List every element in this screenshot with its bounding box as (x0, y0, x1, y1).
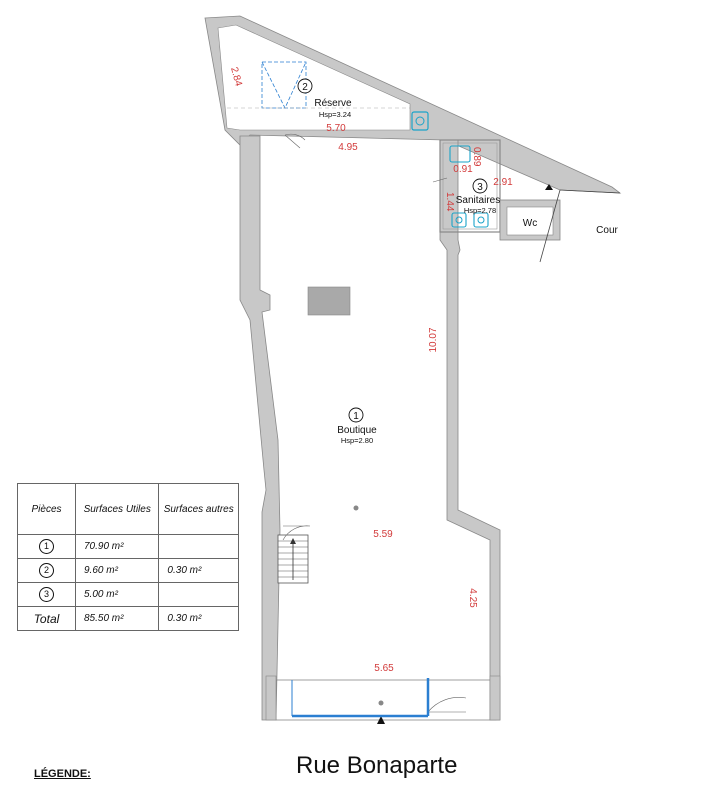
total-utiles: 85.50 m² (74, 606, 160, 631)
room-2-hsp: Hsp=3.24 (319, 110, 351, 119)
piece-number: 1 (39, 539, 54, 554)
table-row: 1 70.90 m² (17, 534, 239, 559)
table-row: 3 5.00 m² (17, 582, 239, 607)
room-3-number: 3 (477, 182, 483, 193)
walls (204, 15, 622, 721)
header-surfaces-utiles: Surfaces Utiles (74, 483, 160, 535)
table-total-row: Total 85.50 m² 0.30 m² (17, 606, 239, 631)
room-3-circle (472, 178, 488, 194)
dimension-2-84: 2.84 (228, 66, 244, 88)
surface-autre: 0.30 m² (158, 558, 239, 583)
surface-autre (158, 582, 239, 607)
surface-utile: 9.60 m² (74, 558, 160, 583)
piece-number: 2 (39, 563, 54, 578)
room-3-hsp: Hsp=2.78 (464, 206, 496, 215)
room-2-circle (297, 78, 313, 94)
room-2-number: 2 (302, 82, 308, 93)
piece-number: 3 (39, 587, 54, 602)
dimension-4-25: 4.25 (467, 588, 478, 608)
room-3-name: Sanitaires (456, 195, 500, 206)
surface-utile: 70.90 m² (74, 534, 160, 559)
dimension-5-70: 5.70 (326, 123, 346, 134)
total-label: Total (17, 606, 76, 631)
dimension-5-59: 5.59 (373, 529, 393, 540)
surfaces-table: Pièces Surfaces Utiles Surfaces autres 1… (17, 483, 239, 631)
dimension-10-07: 10.07 (428, 327, 439, 352)
room-markers: 2 Réserve Hsp=3.24 3 Sanitaires Hsp=2.78… (297, 78, 619, 445)
legend-label: LÉGENDE: (34, 768, 91, 780)
room-2-name: Réserve (314, 98, 352, 109)
table-header-row: Pièces Surfaces Utiles Surfaces autres (17, 483, 239, 535)
header-surfaces-autres: Surfaces autres (158, 483, 239, 535)
room-1-name: Boutique (337, 425, 377, 436)
facade-window (291, 678, 430, 718)
interior-elements (277, 133, 553, 724)
street-name: Rue Bonaparte (296, 752, 458, 779)
dimension-4-95: 4.95 (338, 142, 358, 153)
fixtures (411, 111, 489, 228)
room-1-circle (348, 407, 364, 423)
surface-utile: 5.00 m² (74, 582, 160, 607)
dimension-labels: 2.84 5.70 4.95 0.89 0.91 2.91 1.44 10.07… (228, 66, 513, 674)
surface-autre (158, 534, 239, 559)
total-autres: 0.30 m² (158, 606, 239, 631)
dimension-0-89: 0.89 (471, 147, 482, 167)
header-pieces: Pièces (17, 483, 76, 535)
dimension-2-91: 2.91 (493, 177, 513, 188)
wc-label: Wc (523, 218, 537, 229)
room-1-hsp: Hsp=2.80 (341, 436, 373, 445)
table-row: 2 9.60 m² 0.30 m² (17, 558, 239, 583)
dimension-0-91: 0.91 (453, 164, 473, 175)
cour-label: Cour (596, 225, 618, 236)
dimension-5-65: 5.65 (374, 663, 394, 674)
room-1-number: 1 (353, 411, 359, 422)
dimension-1-44: 1.44 (444, 192, 455, 212)
